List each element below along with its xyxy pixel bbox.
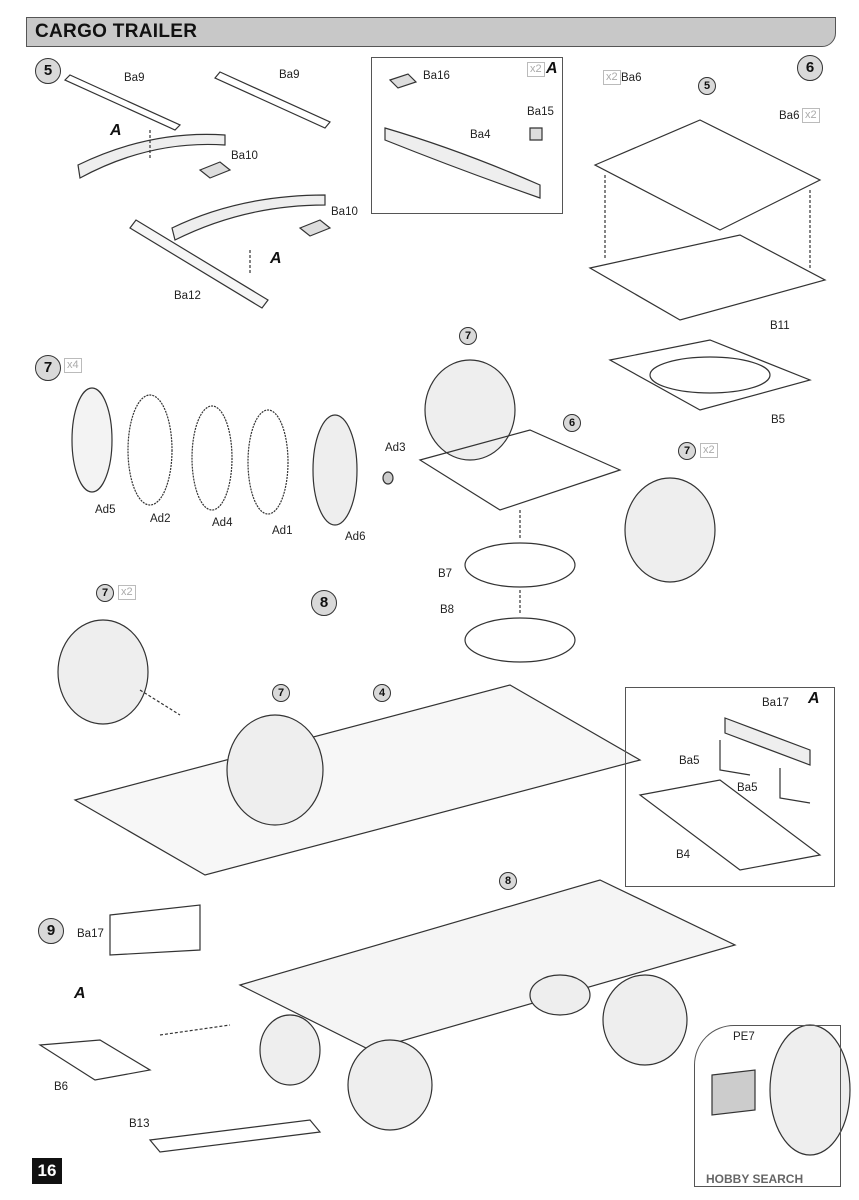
callout-5: 5 bbox=[698, 77, 716, 95]
step7-axle-assembly bbox=[418, 359, 716, 663]
part-label-ba12: Ba12 bbox=[174, 290, 201, 302]
part-label-ba9: Ba9 bbox=[124, 72, 145, 84]
part-label-ad6: Ad6 bbox=[345, 531, 366, 543]
step8-inset-drawing bbox=[638, 717, 822, 871]
step7-wheel-parts bbox=[71, 387, 394, 526]
part-label-ba9: Ba9 bbox=[279, 69, 300, 81]
multiplier-x2: x2 bbox=[527, 62, 545, 77]
part-label-pe7: PE7 bbox=[733, 1031, 755, 1043]
step-number-5: 5 bbox=[35, 58, 61, 84]
step-number-6: 6 bbox=[797, 55, 823, 81]
multiplier-x4: x4 bbox=[64, 358, 82, 373]
subassembly-marker: A bbox=[808, 690, 820, 707]
subassembly-a-drawing bbox=[384, 73, 543, 199]
part-label-ba16: Ba16 bbox=[423, 70, 450, 82]
part-label-ad5: Ad5 bbox=[95, 504, 116, 516]
subassembly-a-box bbox=[371, 57, 563, 214]
part-label-ad1: Ad1 bbox=[272, 525, 293, 537]
part-label-ba5: Ba5 bbox=[737, 782, 758, 794]
part-label-b5: B5 bbox=[771, 414, 786, 426]
part-label-b11: B11 bbox=[770, 320, 790, 332]
callout-8: 8 bbox=[499, 872, 517, 890]
callout-6: 6 bbox=[563, 414, 581, 432]
part-label-ad3: Ad3 bbox=[385, 442, 406, 454]
part-label-b7: B7 bbox=[438, 568, 453, 580]
step9-detail-box bbox=[694, 1025, 841, 1187]
part-label-b13: B13 bbox=[129, 1118, 150, 1130]
step-number-7: 7 bbox=[35, 355, 61, 381]
subassembly-marker: A bbox=[110, 122, 122, 139]
step5-drawing bbox=[63, 71, 332, 309]
callout-7: 7 bbox=[459, 327, 477, 345]
section-header: CARGO TRAILER bbox=[26, 17, 836, 47]
part-label-ad2: Ad2 bbox=[150, 513, 171, 525]
part-label-ba10: Ba10 bbox=[231, 150, 258, 162]
part-label-ba6: Ba6 bbox=[779, 110, 800, 122]
step6-drawing bbox=[588, 119, 827, 411]
step9-trailer bbox=[38, 879, 737, 1153]
part-label-ba4: Ba4 bbox=[470, 129, 491, 141]
step8-chassis bbox=[57, 619, 642, 876]
subassembly-marker: A bbox=[546, 60, 558, 77]
part-label-ba17: Ba17 bbox=[762, 697, 789, 709]
page-title: CARGO TRAILER bbox=[35, 21, 198, 42]
part-label-b8: B8 bbox=[440, 604, 455, 616]
subassembly-marker: A bbox=[270, 250, 282, 267]
part-label-ba5: Ba5 bbox=[679, 755, 700, 767]
multiplier-x2: x2 bbox=[118, 585, 136, 600]
part-label-ba17: Ba17 bbox=[77, 928, 104, 940]
page-number: 16 bbox=[32, 1158, 62, 1184]
subassembly-marker: A bbox=[74, 985, 86, 1002]
part-label-ba10: Ba10 bbox=[331, 206, 358, 218]
multiplier-x2: x2 bbox=[802, 108, 820, 123]
part-label-b4: B4 bbox=[676, 849, 691, 861]
part-label-ba15: Ba15 bbox=[527, 106, 554, 118]
part-label-ba6: Ba6 bbox=[621, 72, 642, 84]
part-label-b6: B6 bbox=[54, 1081, 69, 1093]
step-number-9: 9 bbox=[38, 918, 64, 944]
part-label-ad4: Ad4 bbox=[212, 517, 233, 529]
callout-4: 4 bbox=[373, 684, 391, 702]
callout-7: 7 bbox=[678, 442, 696, 460]
multiplier-x2: x2 bbox=[603, 70, 621, 85]
callout-7: 7 bbox=[272, 684, 290, 702]
callout-7: 7 bbox=[96, 584, 114, 602]
watermark: HOBBY SEARCH bbox=[706, 1172, 804, 1186]
step8-subassembly-box bbox=[625, 687, 835, 887]
step-number-8: 8 bbox=[311, 590, 337, 616]
multiplier-x2: x2 bbox=[700, 443, 718, 458]
